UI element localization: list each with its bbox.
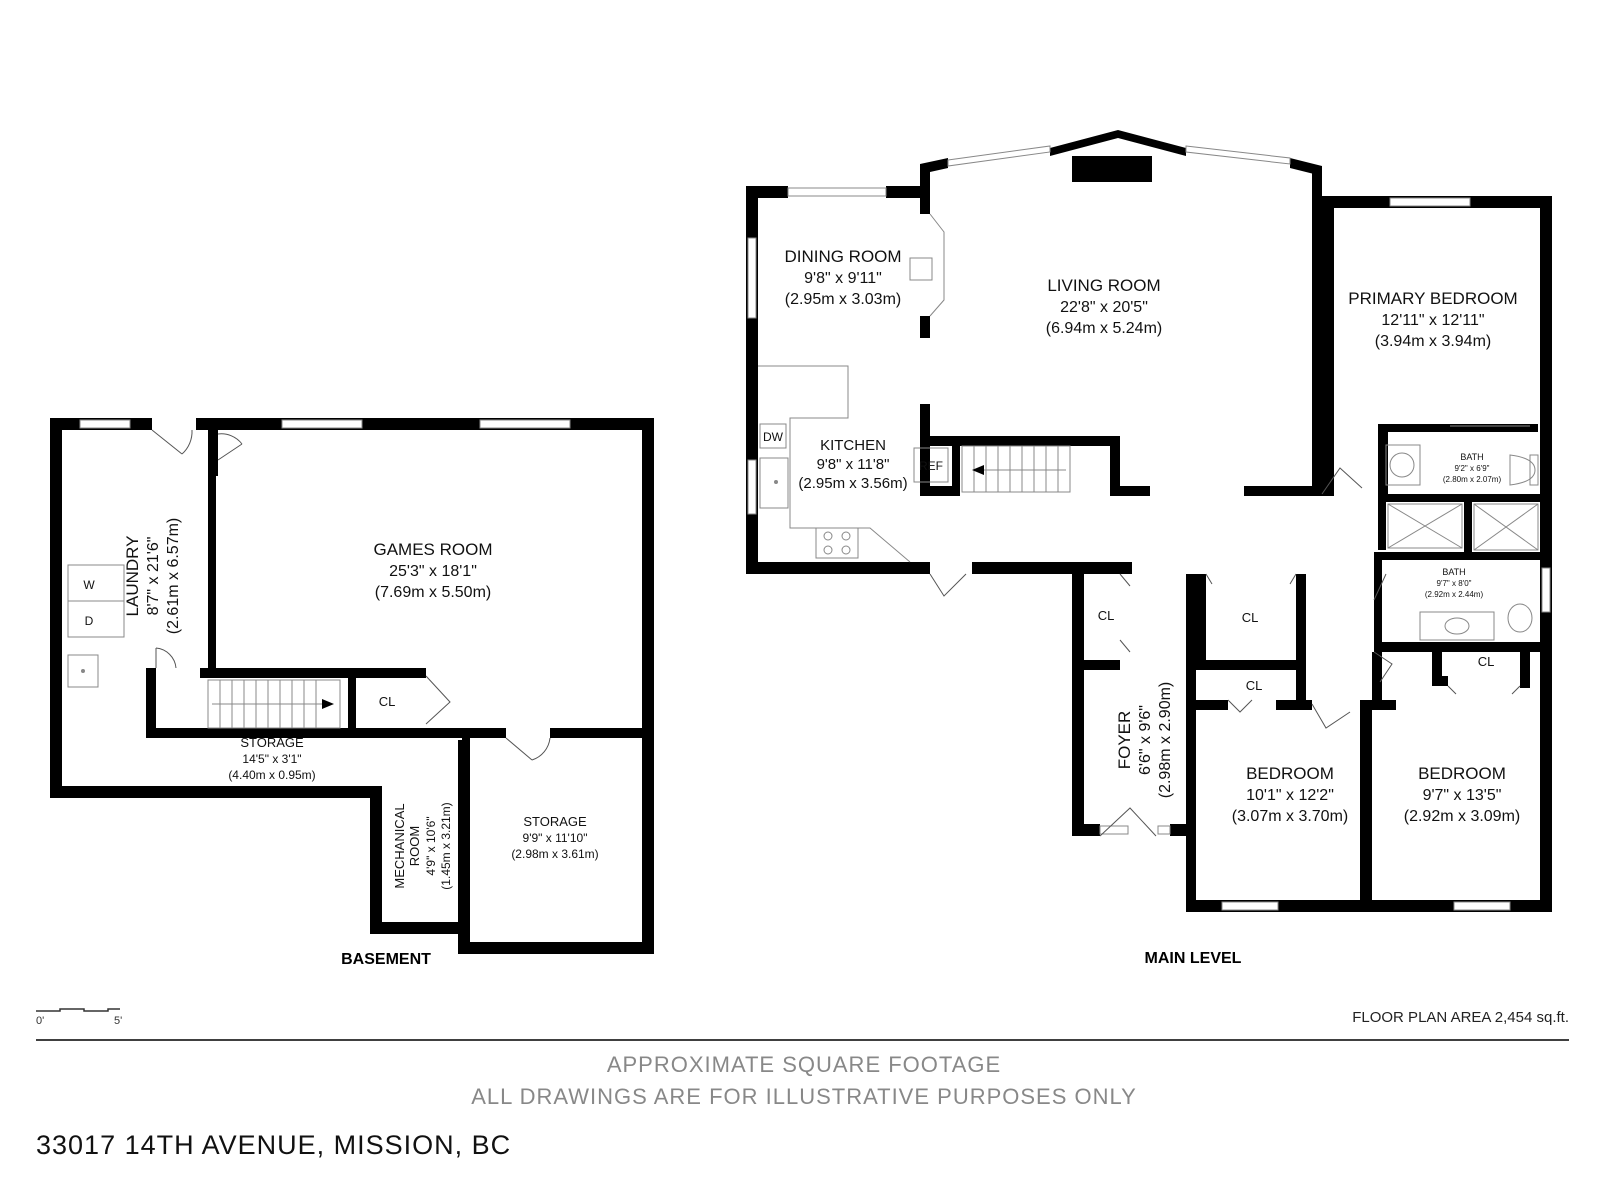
- room-metric-kitchen: (2.95m x 3.56m): [798, 475, 907, 492]
- closet-label-bedroom-1: CL: [1246, 678, 1263, 693]
- room-dim-foyer: 6'6" x 9'6": [1137, 705, 1154, 775]
- room-metric-storage-2: (2.98m x 3.61m): [511, 847, 598, 861]
- scale-start-label: 0': [36, 1015, 44, 1027]
- scale-bar: [36, 1008, 120, 1012]
- room-metric-dining: (2.95m x 3.03m): [785, 291, 901, 308]
- room-dim-mechanical: 4'9" x 10'6": [424, 816, 438, 875]
- room-name-bath-1: BATH: [1460, 452, 1483, 462]
- room-metric-games-room: (7.69m x 5.50m): [375, 584, 491, 601]
- refrigerator-label: REF: [919, 459, 943, 473]
- property-address: 33017 14TH AVENUE, MISSION, BC: [36, 1130, 511, 1160]
- closet-label-hall: CL: [1242, 610, 1259, 625]
- room-metric-mechanical: (1.45m x 3.21m): [439, 802, 453, 889]
- room-name-living: LIVING ROOM: [1047, 276, 1160, 295]
- main-level-label: MAIN LEVEL: [1145, 950, 1242, 967]
- room-metric-laundry: (2.61m x 6.57m): [165, 518, 182, 634]
- room-dim-storage-1: 14'5" x 3'1": [242, 752, 301, 766]
- basement-level-label: BASEMENT: [341, 951, 431, 968]
- room-dim-laundry: 8'7" x 21'6": [145, 537, 162, 616]
- room-dim-primary-bedroom: 12'11" x 12'11": [1381, 312, 1484, 329]
- closet-label-bedroom-2: CL: [1478, 654, 1495, 669]
- disclaimer-line-1: APPROXIMATE SQUARE FOOTAGE: [607, 1052, 1001, 1077]
- dishwasher-label: DW: [763, 430, 784, 444]
- closet-label: CL: [379, 694, 396, 709]
- room-name-games-room: GAMES ROOM: [373, 540, 492, 559]
- room-metric-foyer: (2.98m x 2.90m): [1157, 682, 1174, 798]
- room-dim-bath-1: 9'2" x 6'9": [1455, 464, 1490, 473]
- room-dim-storage-2: 9'9" x 11'10": [523, 831, 588, 845]
- washer-label: W: [83, 578, 95, 592]
- room-name-storage-1: STORAGE: [240, 735, 304, 750]
- room-metric-living: (6.94m x 5.24m): [1046, 320, 1162, 337]
- room-dim-games-room: 25'3" x 18'1": [389, 563, 477, 580]
- room-dim-living: 22'8" x 20'5": [1060, 299, 1148, 316]
- room-dim-bedroom-2: 9'7" x 13'5": [1423, 787, 1502, 804]
- room-name-dining: DINING ROOM: [784, 247, 901, 266]
- room-name-primary-bedroom: PRIMARY BEDROOM: [1348, 289, 1517, 308]
- room-metric-bedroom-2: (2.92m x 3.09m): [1404, 808, 1520, 825]
- room-name-foyer: FOYER: [1115, 711, 1134, 770]
- room-dim-dining: 9'8" x 9'11": [804, 270, 882, 287]
- room-name-storage-2: STORAGE: [523, 814, 587, 829]
- main-level-plan: [746, 130, 1552, 912]
- room-name-bath-2: BATH: [1442, 567, 1465, 577]
- scale-end-label: 5': [114, 1015, 122, 1027]
- room-name-mechanical-1: MECHANICAL: [392, 803, 407, 888]
- closet-label-foyer: CL: [1098, 608, 1115, 623]
- floor-plan-area: FLOOR PLAN AREA 2,454 sq.ft.: [1352, 1009, 1569, 1026]
- room-metric-bedroom-1: (3.07m x 3.70m): [1232, 808, 1348, 825]
- room-metric-primary-bedroom: (3.94m x 3.94m): [1375, 333, 1491, 350]
- room-name-kitchen: KITCHEN: [820, 437, 886, 454]
- room-dim-bath-2: 9'7" x 8'0": [1437, 579, 1472, 588]
- room-name-mechanical-2: ROOM: [407, 826, 422, 866]
- room-metric-bath-2: (2.92m x 2.44m): [1425, 590, 1484, 599]
- room-name-bedroom-1: BEDROOM: [1246, 764, 1334, 783]
- room-name-bedroom-2: BEDROOM: [1418, 764, 1506, 783]
- basement-plan: [50, 418, 654, 954]
- room-metric-storage-1: (4.40m x 0.95m): [228, 768, 315, 782]
- room-dim-kitchen: 9'8" x 11'8": [817, 456, 890, 473]
- disclaimer-line-2: ALL DRAWINGS ARE FOR ILLUSTRATIVE PURPOS…: [471, 1084, 1137, 1109]
- dryer-label: D: [85, 614, 94, 628]
- room-name-laundry: LAUNDRY: [123, 536, 142, 617]
- room-metric-bath-1: (2.80m x 2.07m): [1443, 475, 1502, 484]
- room-dim-bedroom-1: 10'1" x 12'2": [1246, 787, 1334, 804]
